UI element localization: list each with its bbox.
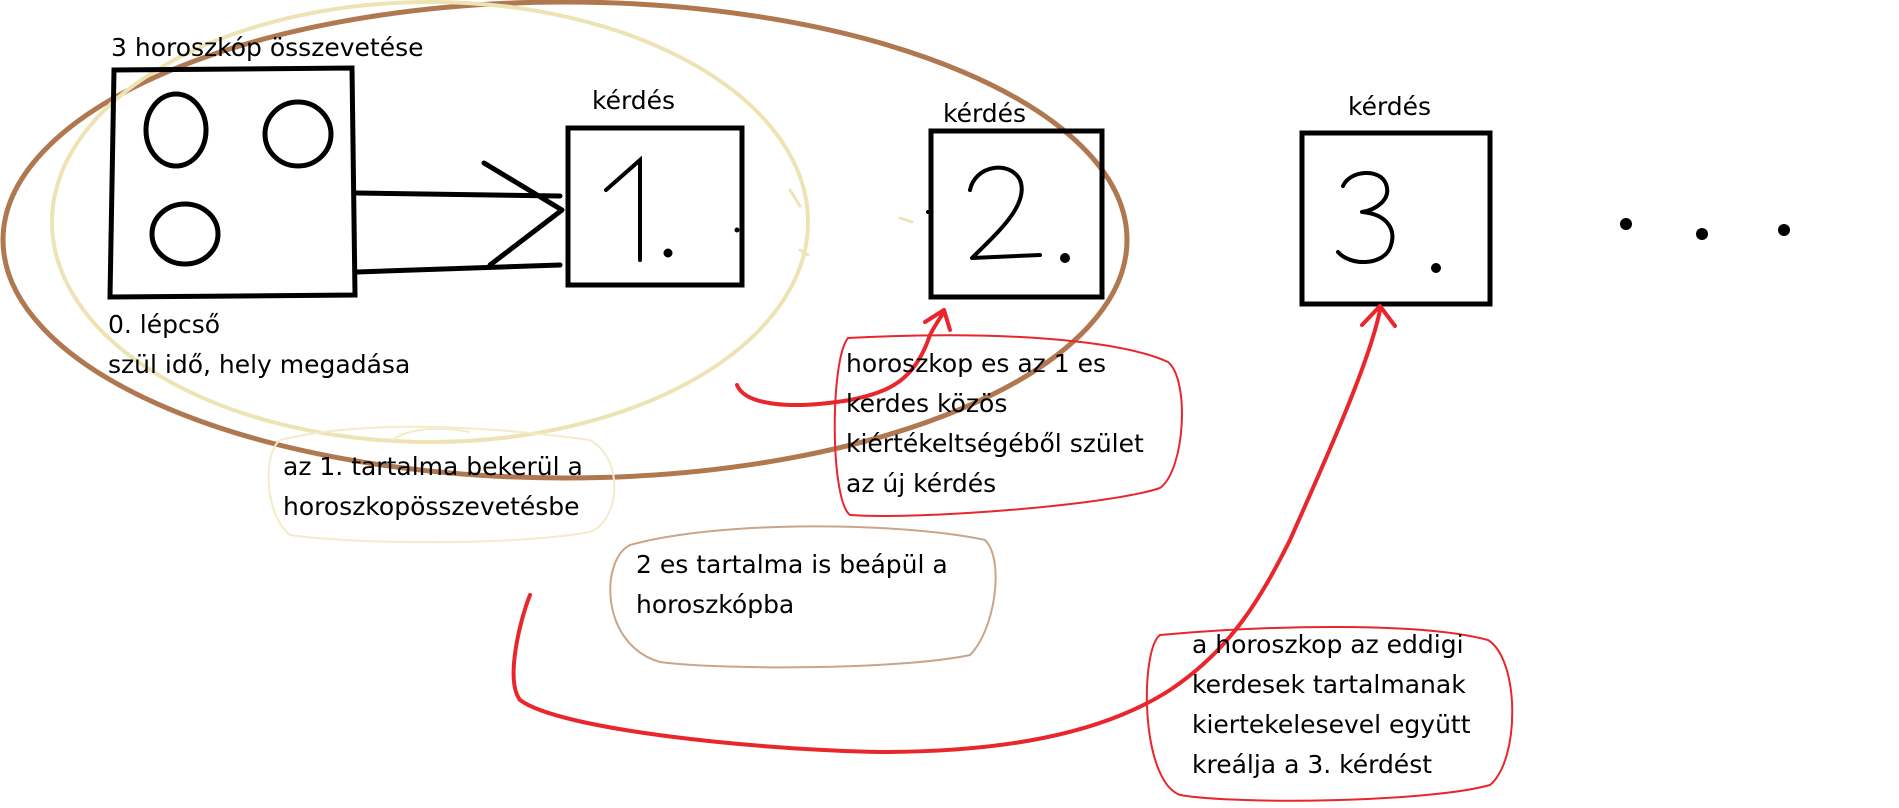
- beige-ellipse: [50, 0, 810, 444]
- note-4-line-2: kerdesek tartalmanak: [1192, 670, 1466, 699]
- note-4-line-4: kreálja a 3. kérdést: [1192, 750, 1433, 779]
- red-arrow-to-box-3: [511, 304, 1397, 754]
- red-arrow-to-box-2: [735, 308, 952, 407]
- horoscope-circle-1: [143, 91, 209, 169]
- note-3-line-1: horoszkop es az 1 es: [846, 349, 1107, 378]
- double-arrow: [354, 160, 565, 275]
- note-1-line-1: az 1. tartalma bekerül a: [283, 452, 583, 481]
- brown-ellipse: [0, 0, 1130, 481]
- ellipsis-dot-1: [1620, 218, 1632, 230]
- ellipsis-dot-3: [1778, 224, 1790, 236]
- note-1-outline: [267, 425, 616, 544]
- note-4-outline: [1145, 625, 1514, 802]
- faint-dash-marks: [788, 188, 914, 257]
- horoscope-circle-2: [262, 99, 334, 169]
- note-3-line-4: az új kérdés: [846, 469, 997, 498]
- question-label-1: kérdés: [592, 86, 676, 115]
- horoscope-comparison-title: 3 horoszkóp összevetése: [111, 33, 424, 62]
- note-3-outline: [833, 334, 1183, 517]
- question-box-2: [928, 128, 1105, 300]
- note-4-line-1: a horoszkop az eddigi: [1192, 630, 1464, 659]
- box-3-number: 3.: [1355, 170, 1356, 171]
- note-2-line-1: 2 es tartalma is beápül a: [636, 550, 948, 579]
- ellipsis-dot-2: [1696, 228, 1708, 240]
- note-3-line-2: kerdes közös: [846, 389, 1008, 418]
- box-3-number-drawing: [1336, 170, 1441, 273]
- question-label-2: kérdés: [943, 99, 1027, 128]
- note-2-outline: [609, 525, 997, 669]
- step-zero-label: 0. lépcső: [108, 310, 221, 339]
- box-1-number-drawing: [604, 155, 673, 262]
- question-box-3: [1299, 130, 1493, 307]
- note-2-line-2: horoszkópba: [636, 590, 795, 619]
- note-3-line-3: kiértékeltségéből szület: [846, 429, 1144, 458]
- birth-data-label: szül idő, hely megadása: [108, 350, 411, 379]
- note-4-line-3: kiertekelesevel együtt: [1192, 710, 1471, 739]
- horoscope-circle-3: [149, 201, 221, 267]
- note-1-line-2: horoszkopösszevetésbe: [283, 492, 580, 521]
- question-label-3: kérdés: [1348, 92, 1432, 121]
- dot-mark: [926, 210, 930, 214]
- box-2-number-drawing: [968, 165, 1070, 263]
- box-2-number: 2.: [985, 170, 986, 171]
- ellipsis-text: . . .: [1620, 215, 1622, 216]
- question-box-1: [565, 125, 745, 288]
- dot-mark: [734, 227, 740, 233]
- horoscope-box: [107, 65, 358, 300]
- box-1-number: 1.: [624, 170, 625, 171]
